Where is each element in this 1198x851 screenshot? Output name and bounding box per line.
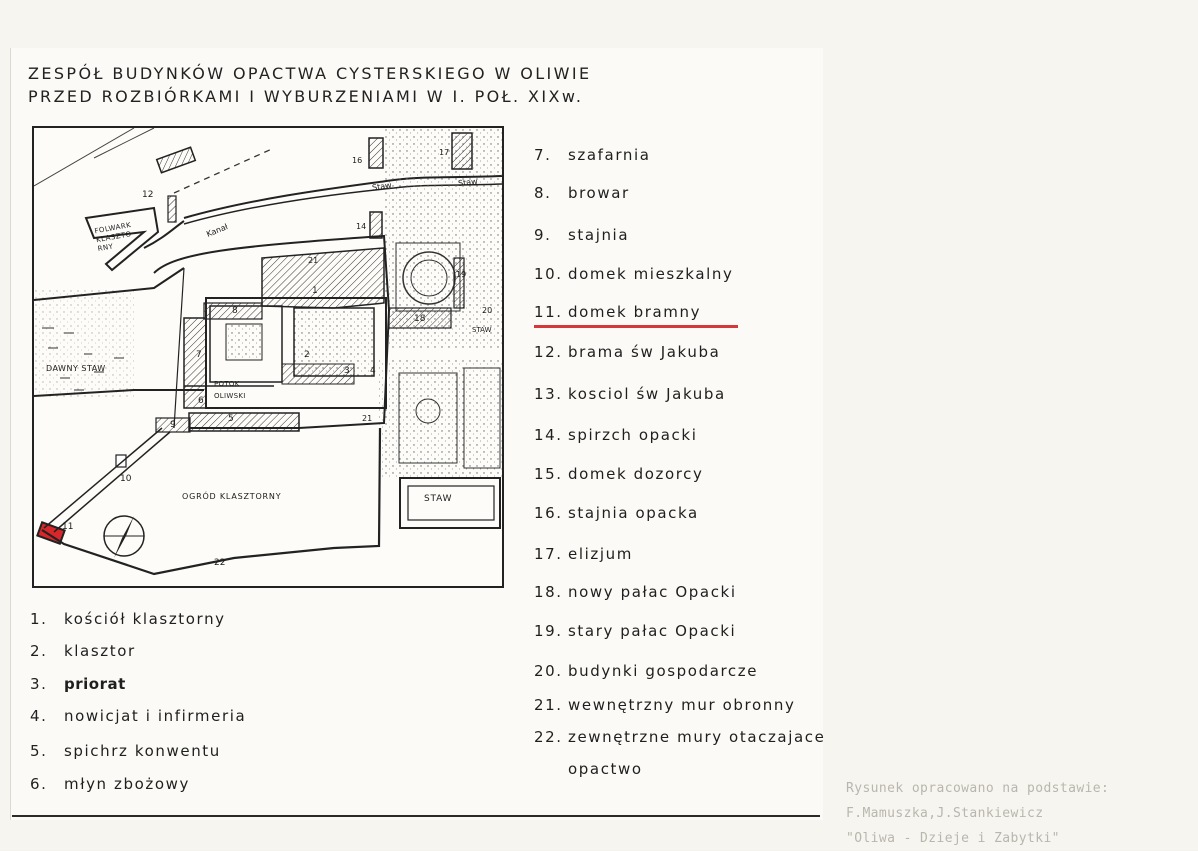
map-number: 2 <box>304 350 310 360</box>
label-dawny-staw: DAWNY STAW <box>46 364 106 373</box>
legend-item: opactwo <box>568 760 643 778</box>
map-number: 5 <box>228 414 234 424</box>
map-number: 22 <box>214 558 226 568</box>
map-number: 6 <box>198 396 204 406</box>
legend-item: 5.spichrz konwentu <box>30 742 221 760</box>
legend-item: 13.kosciol św Jakuba <box>534 385 726 403</box>
legend-right: 7.szafarnia 8.browar 9.stajnia 10.domek … <box>534 146 824 784</box>
legend-item: 10.domek mieszkalny <box>534 265 734 283</box>
abbey-plan-drawing <box>34 128 502 576</box>
legend-item: 7.szafarnia <box>534 146 651 164</box>
legend-item: 4.nowicjat i infirmeria <box>30 707 247 725</box>
map-number: 11 <box>62 522 74 532</box>
abbey-plan: FOLWARK KLASZTO RNY DAWNY STAW Kanał Sta… <box>32 126 504 588</box>
compass-rose <box>103 515 145 558</box>
red-underline <box>534 325 738 328</box>
map-number: 20 <box>482 306 493 315</box>
map-number: 9 <box>170 420 176 430</box>
legend-item: 8.browar <box>534 184 630 202</box>
legend-item: 21.wewnętrzny mur obronny <box>534 696 796 714</box>
label-staw-right: STAW <box>472 326 492 334</box>
legend-item: 15.domek dozorcy <box>534 465 704 483</box>
map-number: 19 <box>456 270 467 279</box>
map-number: 21 <box>362 414 373 423</box>
map-number: 1 <box>312 286 318 296</box>
map-number: 4 <box>370 366 376 376</box>
legend-item: 9.stajnia <box>534 226 630 244</box>
legend-item: 6.młyn zbożowy <box>30 775 190 793</box>
legend-item: 17.elizjum <box>534 545 633 563</box>
credit-line-3: "Oliwa - Dzieje i Zabytki" <box>846 831 1060 846</box>
legend-item: 2.klasztor <box>30 642 136 660</box>
legend-item: 20.budynki gospodarcze <box>534 662 759 680</box>
map-number: 3 <box>344 366 350 376</box>
legend-item: 16.stajnia opacka <box>534 504 699 522</box>
label-ogrod: OGRÓD KLASZTORNY <box>182 492 282 501</box>
map-number: 12 <box>142 190 154 200</box>
map-number: 17 <box>439 148 450 157</box>
map-number: 21 <box>308 256 319 265</box>
legend-item: 19.stary pałac Opacki <box>534 622 737 640</box>
map-title: ZESPÓŁ BUDYNKÓW OPACTWA CYSTERSKIEGO W O… <box>28 62 592 108</box>
map-number: 10 <box>120 474 132 484</box>
legend-item: 18.nowy pałac Opacki <box>534 583 737 601</box>
label-potok: POTOK OLIWSKI <box>214 380 246 400</box>
map-number: 7 <box>196 350 202 360</box>
source-credit: Rysunek opracowano na podstawie: F.Mamus… <box>846 776 1186 851</box>
pond-bottom <box>399 477 501 529</box>
legend-left: 1.kościół klasztorny 2.klasztor 3.priora… <box>30 610 330 805</box>
bottom-rule <box>12 815 820 817</box>
legend-item: 12.brama św Jakuba <box>534 343 721 361</box>
title-line-1: ZESPÓŁ BUDYNKÓW OPACTWA CYSTERSKIEGO W O… <box>28 64 592 83</box>
legend-item: 22.zewnętrzne mury otaczajace <box>534 728 826 746</box>
buildings <box>36 132 473 545</box>
label-staw-bottom: STAW <box>424 494 453 504</box>
map-number: 18 <box>414 314 426 324</box>
credit-line-1: Rysunek opracowano na podstawie: <box>846 781 1110 796</box>
map-number: 14 <box>356 222 367 231</box>
legend-item: 1.kościół klasztorny <box>30 610 226 628</box>
legend-item: 3.priorat <box>30 675 126 693</box>
legend-item-highlighted: 11.domek bramny <box>534 303 824 343</box>
title-line-2: PRZED ROZBIÓRKAMI I WYBURZENIAMI W I. PO… <box>28 87 584 106</box>
credit-line-2: F.Mamuszka,J.Stankiewicz <box>846 806 1044 821</box>
map-number: 8 <box>232 306 238 316</box>
legend-item: 14.spirzch opacki <box>534 426 698 444</box>
map-number: 16 <box>352 156 363 165</box>
old-pond-marks <box>42 327 124 391</box>
